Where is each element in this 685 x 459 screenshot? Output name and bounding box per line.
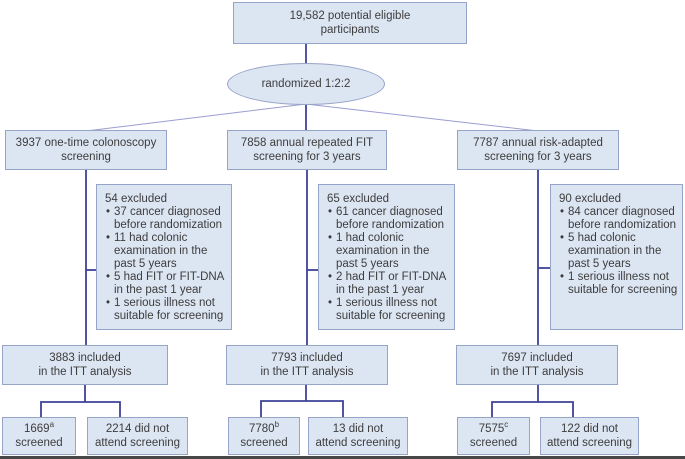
excluded2-bullet-2: 1 had colonic examination in the past 5 … <box>327 232 450 271</box>
screened1-label: screened <box>15 437 63 449</box>
itt-fit-box: 7793 included in the ITT analysis <box>226 345 388 385</box>
not-attended2-line1: 13 did not <box>332 423 384 435</box>
not-attended-colonoscopy-box: 2214 did not attend screening <box>87 417 188 455</box>
screened3-value-line: 7575c <box>478 420 509 436</box>
itt2-line1: 7793 included <box>271 352 343 364</box>
excluded-colonoscopy-box: 54 excluded 37 cancer diagnosed before r… <box>96 184 232 330</box>
excluded3-bullet-1: 84 cancer diagnosed before randomization <box>559 206 678 232</box>
itt3-line1: 7697 included <box>501 352 573 364</box>
excluded2-bullet-1: 61 cancer diagnosed before randomization <box>327 206 450 232</box>
randomized-ellipse: randomized 1:2:2 <box>227 63 385 105</box>
eligible-participants-box: 19,582 potential eligible participants <box>233 2 467 44</box>
itt3-line2: in the ITT analysis <box>490 366 584 378</box>
randomized-label: randomized 1:2:2 <box>261 78 351 90</box>
not-attended-fit-box: 13 did not attend screening <box>308 417 408 455</box>
not-attended2-line2: attend screening <box>315 437 401 449</box>
screened3-label: screened <box>469 437 518 449</box>
excluded3-bullet-2: 5 had colonic examination in the past 5 … <box>559 232 678 271</box>
itt1-line2: in the ITT analysis <box>38 366 132 378</box>
screened1-superscript: a <box>49 420 55 430</box>
excluded1-bullet-4: 1 serious illness not suitable for scree… <box>105 297 227 323</box>
screened1-value: 1669 <box>23 423 50 435</box>
screened-colonoscopy-box: 1669a screened <box>2 417 76 455</box>
screened3-value: 7575 <box>478 423 505 435</box>
eligible-line1: 19,582 potential eligible <box>289 10 411 22</box>
itt2-line2: in the ITT analysis <box>260 366 354 378</box>
arm-fit-box: 7858 annual repeated FIT screening for 3… <box>227 130 387 170</box>
connector-fork2 <box>260 400 344 417</box>
not-attended1-line1: 2214 did not <box>105 423 170 435</box>
not-attended1-line2: attend screening <box>94 437 181 449</box>
arm-colonoscopy-box: 3937 one-time colonoscopy screening <box>5 130 167 170</box>
excluded3-title: 90 excluded <box>559 193 622 205</box>
excluded2-bullet-4: 1 serious illness not suitable for scree… <box>327 297 450 323</box>
excluded2-title: 65 excluded <box>327 193 390 205</box>
excluded1-bullet-3: 5 had FIT or FIT-DNA in the past 1 year <box>105 271 227 297</box>
eligible-line2: participants <box>320 24 380 36</box>
figure-bottom-edge <box>0 456 685 459</box>
connector-fork1 <box>40 401 121 417</box>
connector-fork3 <box>491 401 574 417</box>
not-attended3-line2: attend screening <box>546 437 633 449</box>
arm2-line1: 7858 annual repeated FIT <box>240 137 374 149</box>
connector-diagonal-right <box>305 103 539 132</box>
excluded1-bullet-2: 11 had colonic examination in the past 5… <box>105 232 227 271</box>
connector-diagonal-left <box>85 103 307 132</box>
arm3-line1: 7787 annual risk-adapted <box>473 137 603 149</box>
screened2-value: 7780 <box>248 423 275 435</box>
arm2-line2: screening for 3 years <box>253 151 361 163</box>
screened-risk-adapted-box: 7575c screened <box>457 417 530 455</box>
excluded3-bullet-3: 1 serious illness not suitable for scree… <box>559 271 678 297</box>
screened3-superscript: c <box>504 420 509 430</box>
not-attended-risk-adapted-box: 122 did not attend screening <box>540 417 639 455</box>
arm1-line1: 3937 one-time colonoscopy <box>15 137 157 149</box>
excluded-risk-adapted-box: 90 excluded 84 cancer diagnosed before r… <box>550 184 683 330</box>
arm1-line2: screening <box>61 151 111 163</box>
itt1-line1: 3883 included <box>49 352 121 364</box>
excluded1-bullet-1: 37 cancer diagnosed before randomization <box>105 206 227 232</box>
itt-risk-adapted-box: 7697 included in the ITT analysis <box>456 345 618 385</box>
itt-colonoscopy-box: 3883 included in the ITT analysis <box>2 345 168 385</box>
excluded2-bullet-3: 2 had FIT or FIT-DNA in the past 1 year <box>327 271 450 297</box>
excluded1-title: 54 excluded <box>105 193 168 205</box>
screened2-superscript: b <box>274 420 280 430</box>
screened2-label: screened <box>240 437 288 449</box>
arm-risk-adapted-box: 7787 annual risk-adapted screening for 3… <box>457 130 619 170</box>
not-attended3-line1: 122 did not <box>561 423 618 435</box>
arm3-line2: screening for 3 years <box>484 151 592 163</box>
screened-fit-box: 7780b screened <box>228 417 300 455</box>
screened2-value-line: 7780b <box>248 420 280 436</box>
excluded-fit-box: 65 excluded 61 cancer diagnosed before r… <box>318 184 455 330</box>
screened1-value-line: 1669a <box>23 420 55 436</box>
